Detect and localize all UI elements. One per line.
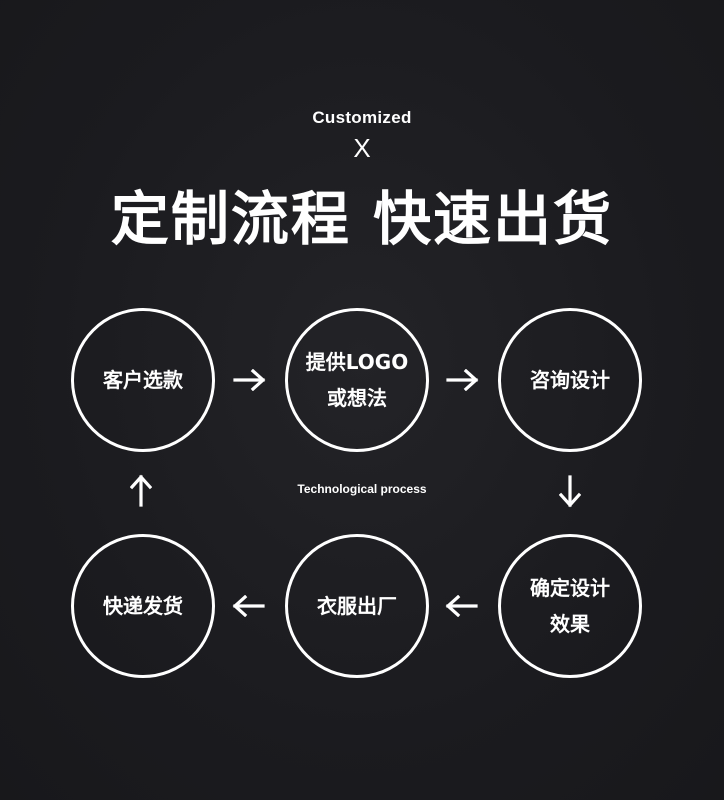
step-confirm-design: 确定设计 效果 xyxy=(498,534,642,678)
arrow-right-icon xyxy=(230,360,270,400)
step-label: 确定设计 xyxy=(530,576,610,600)
subtitle: Technological process xyxy=(297,482,427,496)
step-select-style: 客户选款 xyxy=(71,308,215,452)
step-label: 或想法 xyxy=(327,386,387,410)
arrow-left-icon xyxy=(228,586,268,626)
step-label: 效果 xyxy=(550,612,590,636)
header-x-mark: X xyxy=(353,133,371,163)
step-label: 提供LOGO xyxy=(305,350,409,374)
step-consult-design: 咨询设计 xyxy=(498,308,642,452)
step-label: 咨询设计 xyxy=(530,368,610,392)
header-eyebrow: Customized xyxy=(312,108,412,127)
step-express-delivery: 快递发货 xyxy=(71,534,215,678)
arrow-right-icon xyxy=(443,360,483,400)
step-label: 衣服出厂 xyxy=(317,594,397,618)
arrow-down-icon xyxy=(550,472,590,512)
arrow-left-icon xyxy=(441,586,481,626)
step-provide-logo: 提供LOGO 或想法 xyxy=(285,308,429,452)
step-label: 客户选款 xyxy=(103,368,183,392)
page-title: 定制流程 快速出货 xyxy=(110,185,614,253)
arrow-up-icon xyxy=(121,470,161,510)
step-factory-output: 衣服出厂 xyxy=(285,534,429,678)
step-label: 快递发货 xyxy=(103,594,183,618)
